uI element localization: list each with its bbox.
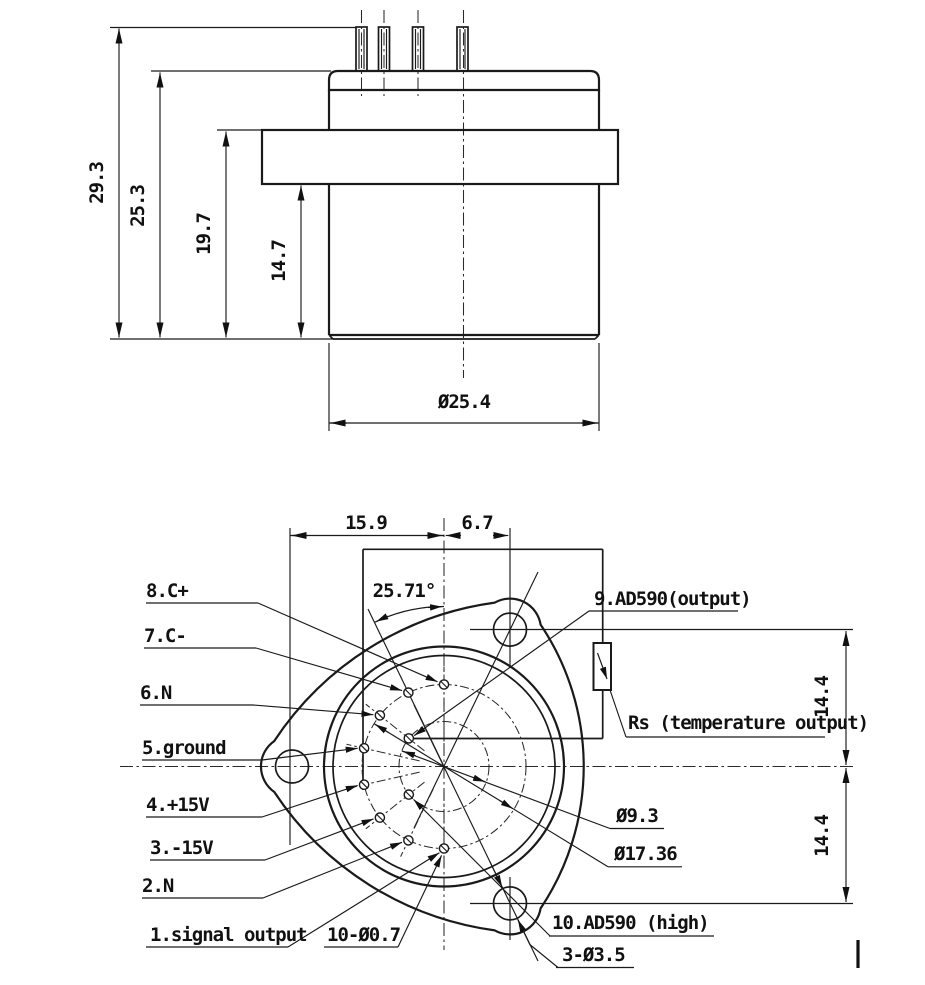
dim-inner-circle: Ø9.3 [615,805,658,827]
flange-outline [259,597,585,936]
body-bevel [594,334,600,340]
pin-label-6: 6.N [140,682,172,704]
inner-circle [398,720,490,813]
dim-total-height: 29.3 [86,162,108,204]
connector-pins-side [355,26,469,72]
note-pin-holes: 10-Ø0.7 [327,924,401,946]
pin-label-9: 9.AD590(output) [594,588,751,610]
diameter-callouts [373,723,611,868]
mounting-holes [274,612,528,921]
dim-lower-hole-offset: 14.4 [811,815,833,857]
body-circle-outer [322,645,566,888]
side-view: 29.3 25.3 19.7 14.7 Ø25.4 [86,10,620,431]
dim-hole-offset-right: 6.7 [461,512,493,534]
dim-body-height: 14.7 [268,240,290,282]
pin-label-10: 10.AD590 (high) [552,912,709,934]
dim-body-diameter: Ø25.4 [437,391,491,413]
dim-cap-height: 25.3 [127,185,149,227]
pins-bottom-view [358,679,450,854]
rs-thermistor-symbol [592,642,627,738]
label-underlines [140,602,825,969]
pin-label-4: 4.+15V [146,794,209,816]
pin-label-2: 2.N [142,875,174,897]
dim-pin-angle: 25.71° [373,580,436,602]
body-circle-inner [332,654,556,879]
dim-flange-top-height: 19.7 [193,213,215,255]
pin-label-1: 1.signal output [150,924,307,946]
pin-leaders [252,602,590,948]
dim-upper-hole-offset: 14.4 [811,676,833,718]
dim-hole-offset-left: 15.9 [345,512,387,534]
mount-hole-callout [489,861,559,968]
angle-dimension [374,604,445,623]
pin-label-8: 8.C+ [146,580,188,602]
pin-label-5: 5.ground [142,737,226,759]
flange-side [260,128,620,186]
side-dim-lines [110,26,600,431]
pin-label-3: 3.-15V [150,837,213,859]
bottom-view: 8.C+ 7.C- 6.N 5.ground 4.+15V 3.-15V 2.N… [120,512,869,969]
cap-outline [327,69,601,92]
note-mount-holes: 3-Ø3.5 [562,944,625,966]
pin-label-7: 7.C- [144,625,186,647]
dim-pin-circle: Ø17.36 [613,843,677,865]
body-bevel [328,334,334,340]
rs-label: Rs (temperature output) [628,712,868,734]
